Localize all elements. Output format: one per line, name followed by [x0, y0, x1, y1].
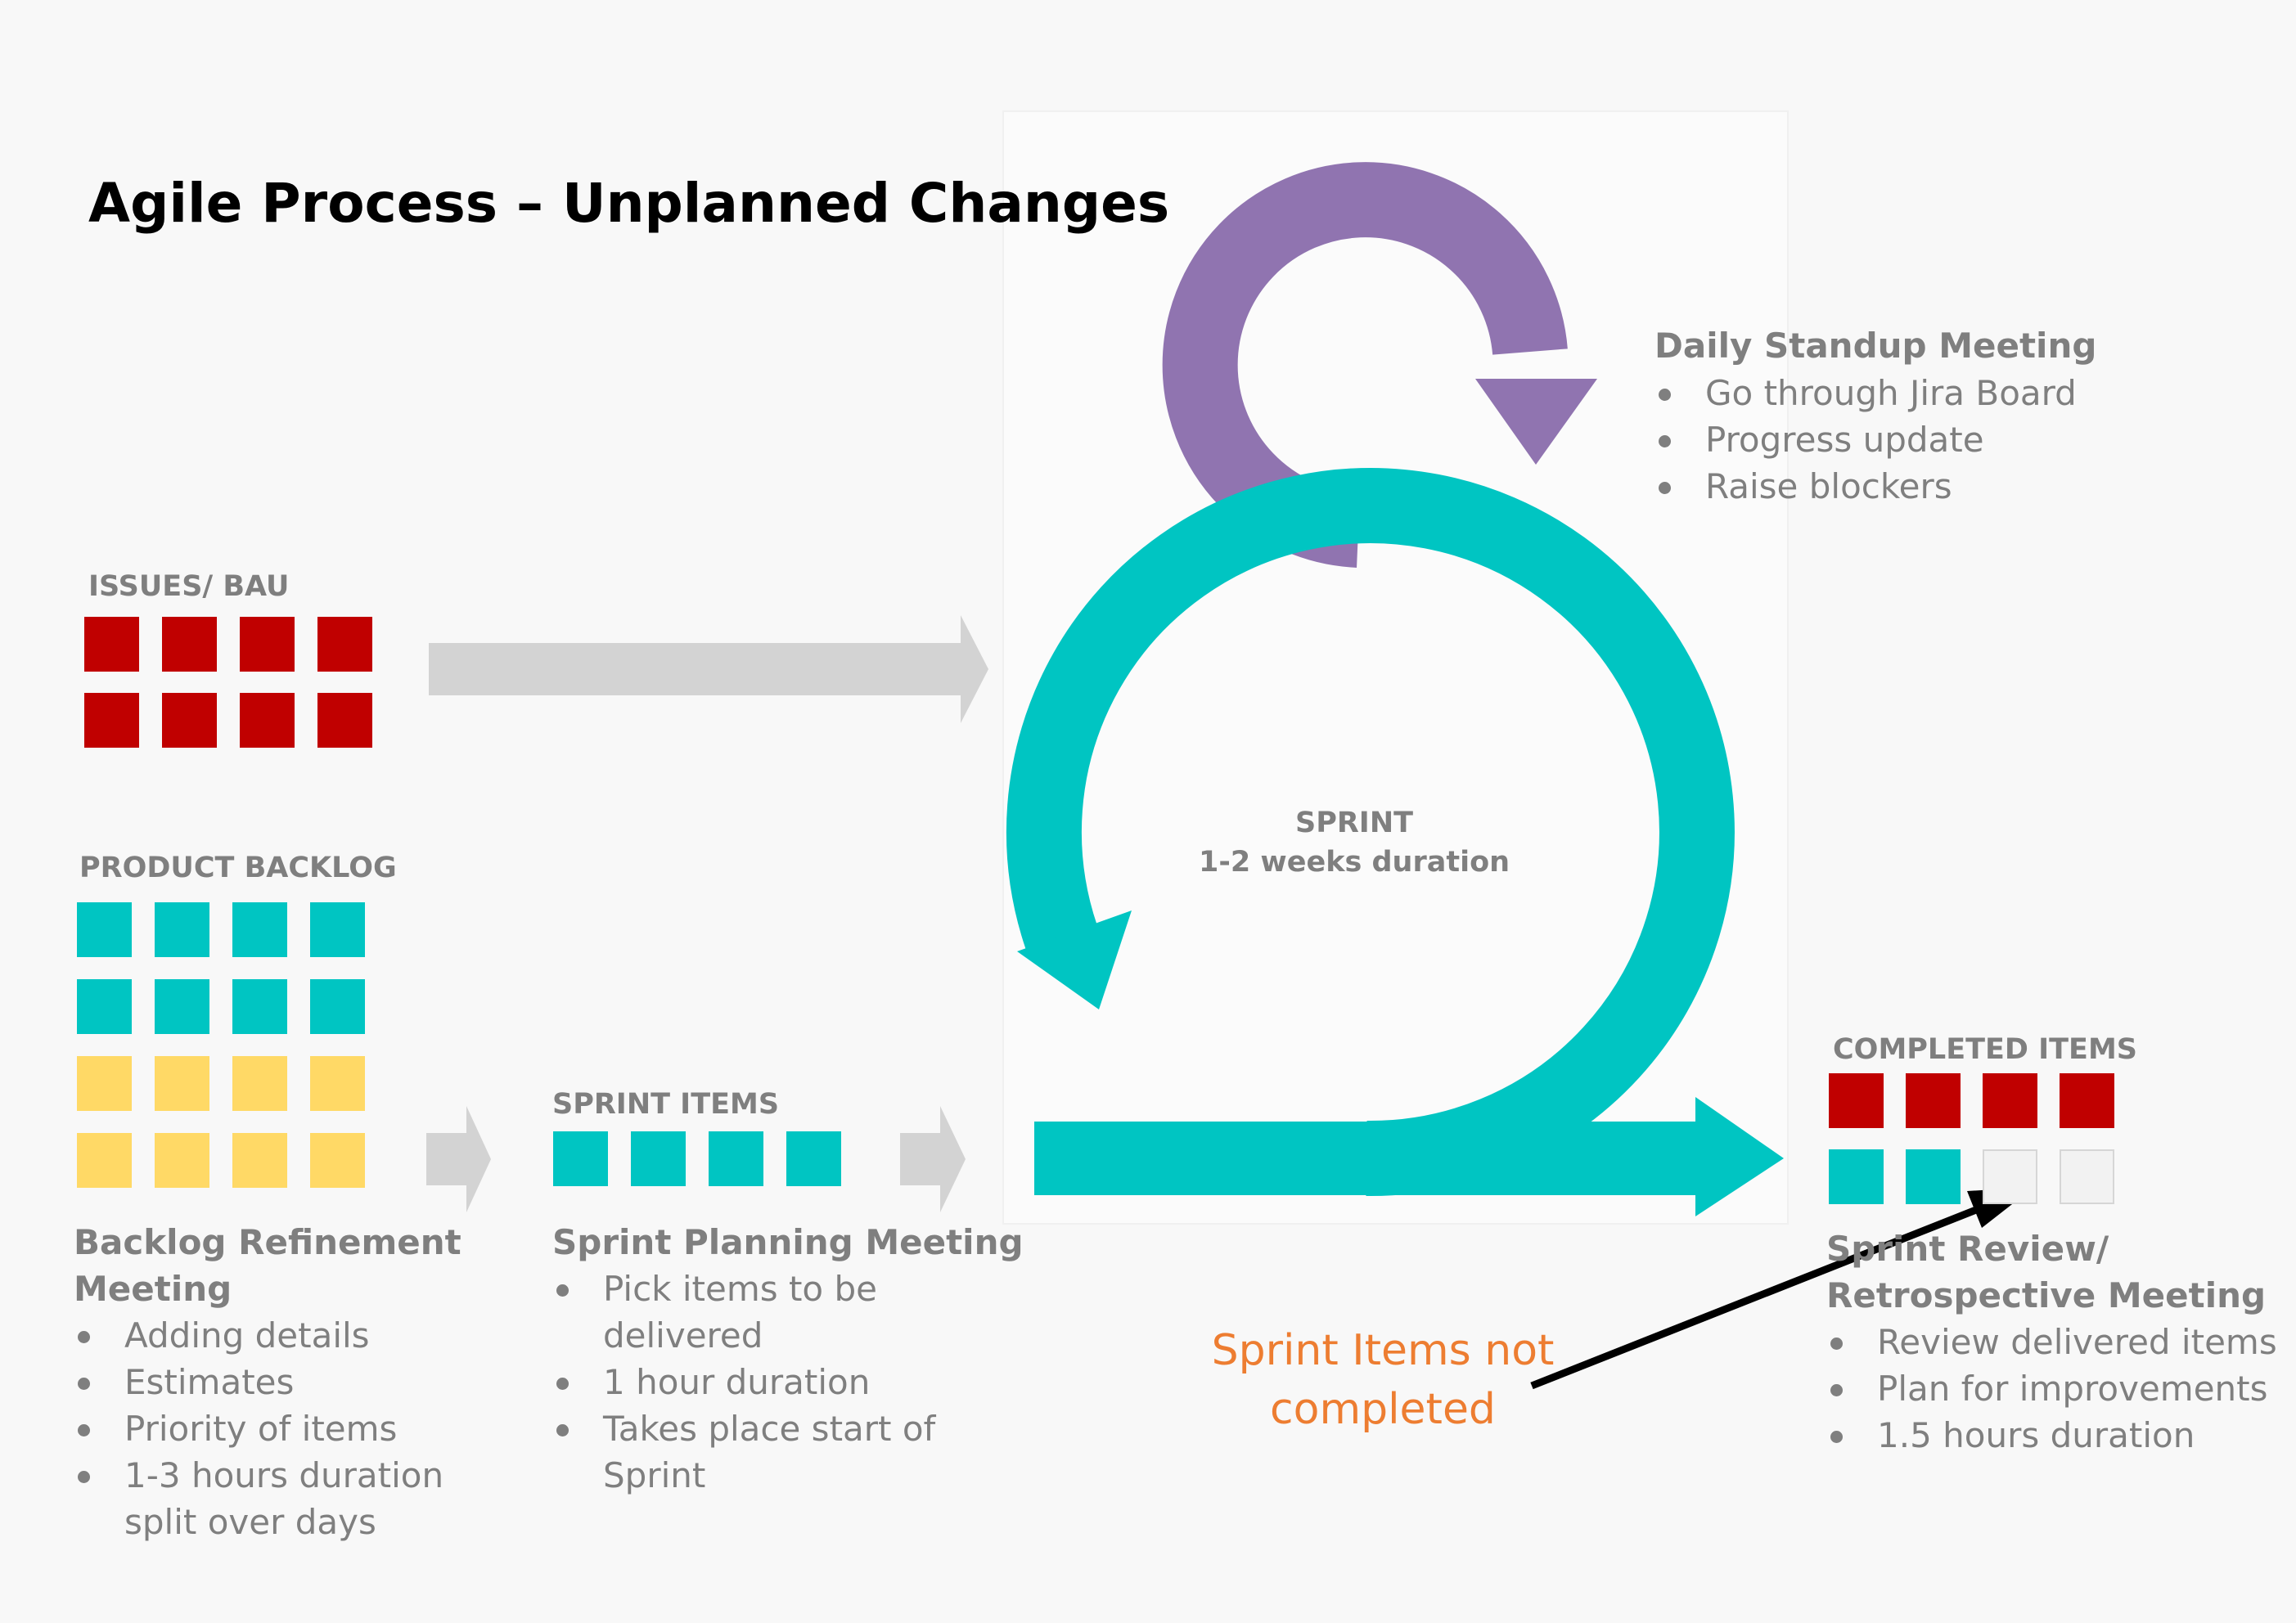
red-item-square	[317, 617, 372, 672]
review-title-line2: Retrospective Meeting	[1826, 1275, 2267, 1315]
daily-standup-title: Daily Standup Meeting	[1654, 326, 2097, 366]
backlog-refinement-title: Backlog Refinement Meeting	[74, 1219, 461, 1312]
red-item-square	[1829, 1073, 1884, 1128]
note-line2: completed	[1270, 1385, 1496, 1434]
teal-item-square	[553, 1131, 608, 1186]
list-item: Raise blockers	[1654, 463, 2077, 510]
yellow-item-square	[77, 1056, 132, 1111]
teal-item-square	[310, 979, 365, 1034]
list-item-continuation: delivered	[603, 1315, 763, 1355]
list-item: Go through Jira Board	[1654, 370, 2077, 416]
empty-item-square	[1983, 1149, 2037, 1204]
review-retrospective-bullets: Review delivered items Plan for improvem…	[1826, 1319, 2277, 1459]
teal-item-square	[631, 1131, 686, 1186]
list-item: Priority of items	[74, 1405, 443, 1452]
page-title: Agile Process – Unplanned Changes	[88, 172, 1170, 235]
empty-item-square	[2060, 1149, 2114, 1204]
backlog-refinement-bullets: Adding details Estimates Priority of ite…	[74, 1312, 443, 1545]
product-backlog-grid	[77, 902, 365, 1188]
teal-item-square	[232, 979, 287, 1034]
teal-item-square	[155, 902, 209, 957]
teal-item-square	[1829, 1149, 1884, 1204]
sprint-label: SPRINT	[1295, 807, 1413, 839]
yellow-item-square	[310, 1056, 365, 1111]
teal-item-square	[77, 979, 132, 1034]
list-item-continuation: Sprint	[603, 1455, 706, 1495]
red-item-square	[317, 693, 372, 748]
review-title-line1: Sprint Review/	[1826, 1229, 2109, 1269]
list-item-continuation: split over days	[124, 1502, 376, 1542]
sprint-planning-title: Sprint Planning Meeting	[552, 1222, 1024, 1262]
issues-grid	[84, 617, 372, 748]
list-item: Progress update	[1654, 416, 2077, 463]
list-item: Review delivered items	[1826, 1319, 2277, 1365]
red-item-square	[1906, 1073, 1961, 1128]
product-backlog-label: PRODUCT BACKLOG	[79, 852, 397, 884]
red-item-square	[162, 617, 217, 672]
note-line1: Sprint Items not	[1211, 1326, 1555, 1375]
list-item: 1 hour duration	[552, 1359, 935, 1405]
issues-label: ISSUES/ BAU	[88, 570, 290, 603]
teal-item-square	[1906, 1149, 1961, 1204]
completed-items-grid	[1829, 1073, 2114, 1204]
backlog-refinement-title-line1: Backlog Refinement	[74, 1222, 461, 1262]
review-retrospective-title: Sprint Review/ Retrospective Meeting	[1826, 1225, 2266, 1319]
yellow-item-square	[232, 1056, 287, 1111]
list-item: Adding details	[74, 1312, 443, 1359]
teal-item-square	[709, 1131, 763, 1186]
list-item: Plan for improvements	[1826, 1365, 2277, 1412]
red-item-square	[1983, 1073, 2037, 1128]
daily-standup-bullets: Go through Jira Board Progress update Ra…	[1654, 370, 2077, 510]
list-item: 1-3 hours duration	[74, 1452, 443, 1499]
list-item: Estimates	[74, 1359, 443, 1405]
red-item-square	[84, 693, 139, 748]
teal-item-square	[310, 902, 365, 957]
backlog-to-sprint-arrow	[426, 1106, 491, 1212]
backlog-refinement-title-line2: Meeting	[74, 1269, 232, 1309]
yellow-item-square	[77, 1133, 132, 1188]
red-item-square	[84, 617, 139, 672]
teal-item-square	[155, 979, 209, 1034]
red-item-square	[240, 617, 295, 672]
issues-flow-arrow	[429, 615, 988, 723]
list-item: Takes place start of	[552, 1405, 935, 1452]
sprint-items-label: SPRINT ITEMS	[552, 1088, 780, 1121]
yellow-item-square	[232, 1133, 287, 1188]
teal-item-square	[232, 902, 287, 957]
daily-standup-loop-arrow	[1162, 162, 1597, 568]
yellow-item-square	[155, 1056, 209, 1111]
completed-items-label: COMPLETED ITEMS	[1833, 1033, 2137, 1066]
list-item: Pick items to be	[552, 1266, 935, 1312]
red-item-square	[2060, 1073, 2114, 1128]
sprint-items-to-cycle-arrow	[900, 1106, 966, 1212]
sprint-planning-bullets: Pick items to be delivered 1 hour durati…	[552, 1266, 935, 1499]
teal-item-square	[786, 1131, 841, 1186]
sprint-duration-label: 1-2 weeks duration	[1198, 846, 1510, 879]
sprint-items-not-completed-note: Sprint Items not completed	[1178, 1321, 1587, 1439]
red-item-square	[240, 693, 295, 748]
red-item-square	[162, 693, 217, 748]
sprint-items-grid	[553, 1131, 841, 1186]
yellow-item-square	[155, 1133, 209, 1188]
teal-item-square	[77, 902, 132, 957]
sprint-cycle-arrow	[1006, 468, 1784, 1216]
yellow-item-square	[310, 1133, 365, 1188]
list-item: 1.5 hours duration	[1826, 1412, 2277, 1459]
